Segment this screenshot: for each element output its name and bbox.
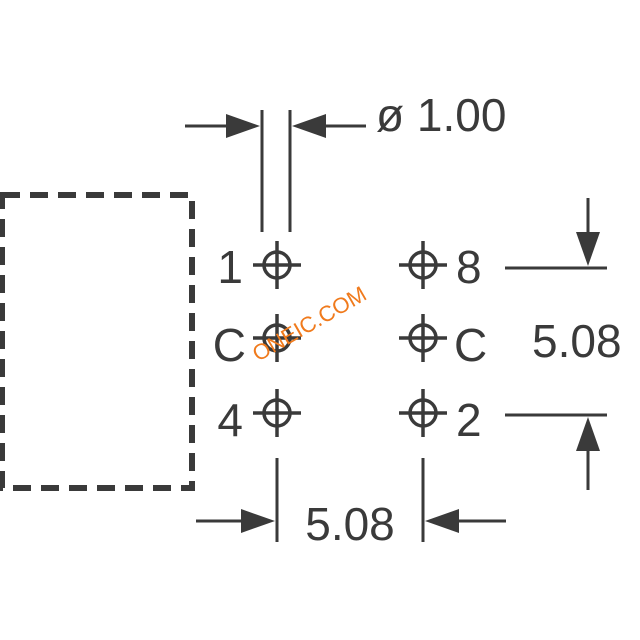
vertical-arrow-bottom — [576, 417, 600, 490]
pin-right-top — [399, 241, 447, 289]
component-outline — [0, 192, 195, 491]
pin-right-bottom — [399, 389, 447, 437]
pin-label-left-middle: C — [213, 319, 246, 371]
watermark-text: ONEIC.COM — [248, 281, 371, 366]
horizontal-pitch-label: 5.08 — [305, 498, 395, 550]
vertical-arrow-top — [576, 198, 600, 266]
vertical-pitch-label: 5.08 — [532, 315, 622, 367]
pin-label-left-bottom: 4 — [217, 394, 243, 446]
diameter-arrow-left — [185, 114, 260, 138]
horizontal-arrow-right — [425, 509, 506, 533]
hole-diameter-label: ø 1.00 — [376, 89, 506, 141]
pin-label-right-top: 8 — [456, 241, 482, 293]
pin-left-middle — [253, 314, 301, 362]
pin-label-right-bottom: 2 — [456, 394, 482, 446]
pin-left-top — [253, 241, 301, 289]
pin-right-middle — [399, 314, 447, 362]
pin-label-right-middle: C — [454, 319, 487, 371]
pin-left-bottom — [253, 389, 301, 437]
pin-label-left-top: 1 — [217, 241, 243, 293]
diameter-arrow-right — [292, 114, 366, 138]
horizontal-arrow-left — [196, 509, 275, 533]
